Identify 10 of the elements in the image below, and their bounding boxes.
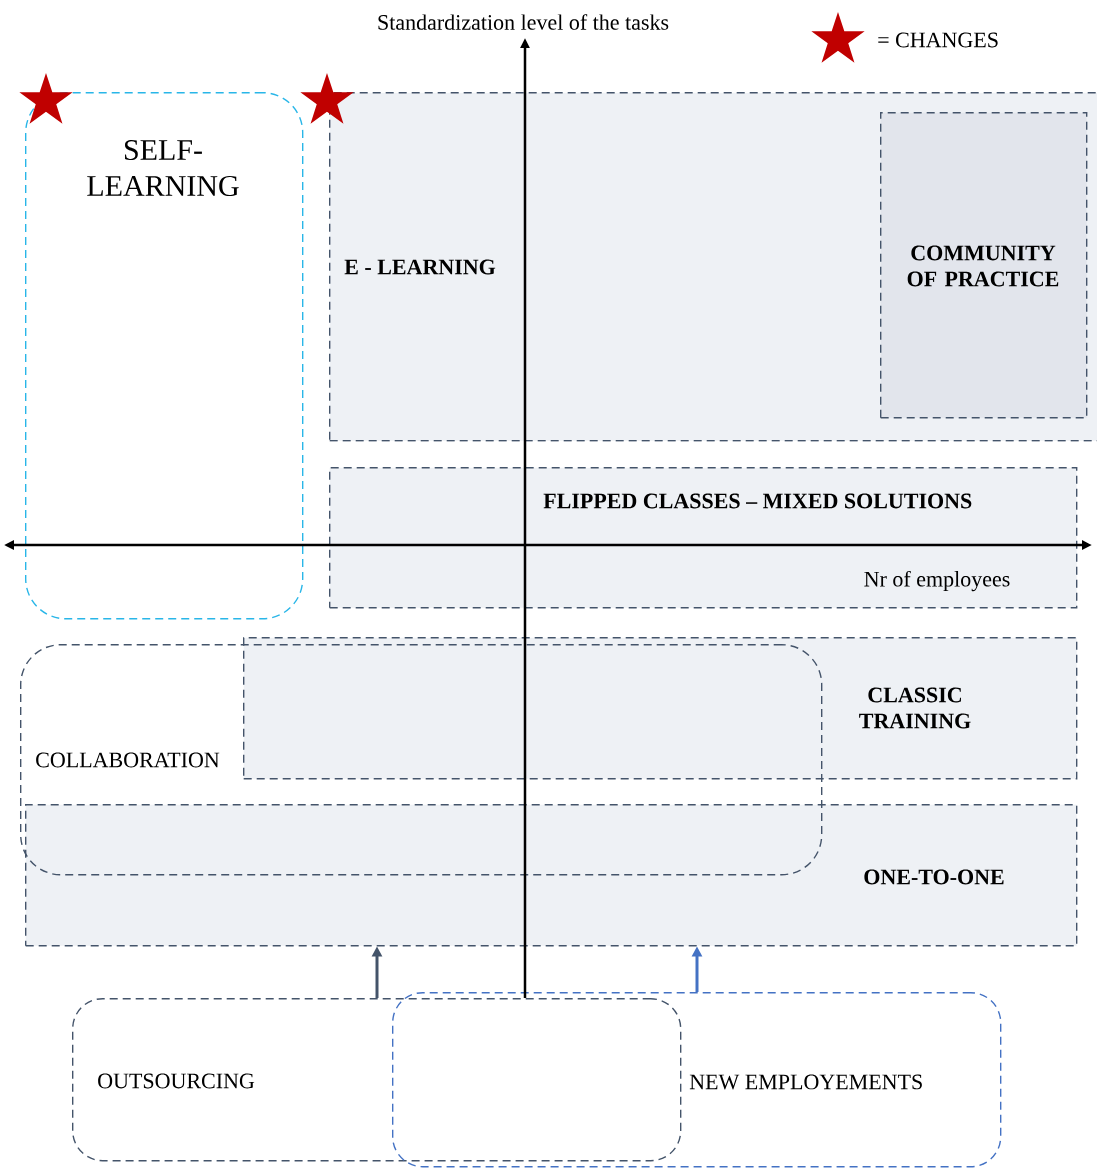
rounded-box: SELF-LEARNING <box>25 92 304 620</box>
shaded-box: CLASSIC TRAINING <box>243 637 1078 780</box>
legend-text: = CHANGES <box>878 32 998 48</box>
shaded-box: COMMUNITY OF PRACTICE <box>880 112 1088 419</box>
rounded-box: COLLABORATION <box>20 644 823 876</box>
rounded-box: OUTSOURCING <box>72 998 682 1162</box>
rounded-box: NEW EMPLOYEMENTS <box>392 992 1002 1168</box>
shaded-box: ONE-TO-ONE <box>25 804 1078 947</box>
axis-label: Standardization level of the tasks <box>378 14 669 30</box>
axis-label: Nr of employees <box>864 570 1010 592</box>
